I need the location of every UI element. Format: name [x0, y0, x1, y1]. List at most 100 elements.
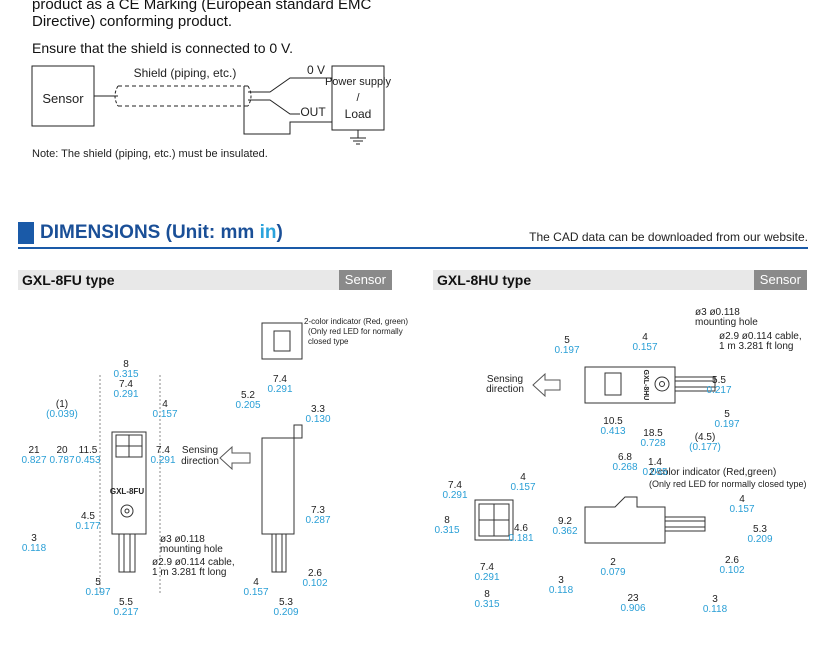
dim-mm-label: 8 [444, 515, 450, 526]
dim-mm-label: 5.5 [712, 375, 726, 386]
dim-mm-label: 8 [484, 589, 490, 600]
dim-inch-label: 0.413 [600, 426, 625, 437]
ensure-text: Ensure that the shield is connected to 0… [32, 40, 293, 56]
dim-inch-label: 0.291 [113, 389, 138, 400]
dim-inch-label: 0.291 [442, 490, 467, 501]
dim-inch-label: 0.906 [620, 603, 645, 614]
heading-rule [18, 247, 808, 249]
dim-inch-label: 0.118 [22, 543, 47, 554]
ground-icon [350, 130, 366, 145]
left-drawing: GXL-8FU Sensing direction 2-color indica… [21, 317, 408, 618]
dim-mm-label: 5.3 [279, 597, 293, 608]
dim-inch-label: 0.291 [474, 572, 499, 583]
dim-mm-label: 5 [564, 335, 570, 346]
dim-inch-label: 0.291 [267, 384, 292, 395]
dim-mm-label: 6.8 [618, 452, 632, 463]
right-marking: GXL-8HU [642, 370, 649, 401]
dim-mm-label: 5 [95, 577, 101, 588]
dim-inch-label: 0.315 [434, 525, 459, 536]
dim-inch-label: 0.197 [714, 419, 739, 430]
dim-mm-label: 11.5 [79, 445, 98, 456]
dim-inch-label: 0.205 [235, 400, 260, 411]
shield-label: Shield (piping, etc.) [134, 66, 237, 80]
dim-mm-label: 21 [28, 445, 40, 456]
right-hole-2: mounting hole [695, 317, 758, 328]
out-label: OUT [300, 105, 326, 119]
right-cable-1: ø2.9 ø0.114 cable, [719, 331, 802, 342]
left-cable-2: 1 m 3.281 ft long [152, 567, 227, 578]
left-sensing-arrow [219, 445, 251, 471]
dim-inch-label: 0.728 [640, 438, 665, 449]
right-sensing-1: Sensing [487, 374, 523, 385]
left-indicator-3: closed type [308, 337, 349, 346]
dim-inch-label: 0.118 [549, 585, 574, 596]
right-type-tag: Sensor [753, 270, 807, 290]
dim-inch-label: 0.362 [552, 526, 577, 537]
dim-mm-label: 7.4 [119, 379, 133, 390]
dim-inch-label: 0.209 [273, 607, 298, 618]
left-type-tag: Sensor [338, 270, 392, 290]
dim-inch-label: 0.315 [474, 599, 499, 610]
right-hole-1: ø3 ø0.118 [695, 307, 740, 318]
dim-inch-label: 0.181 [508, 533, 533, 544]
dim-mm-label: 7.4 [480, 562, 494, 573]
dim-mm-label: 7.4 [448, 480, 462, 491]
left-hole-1: ø3 ø0.118 [160, 534, 205, 545]
dim-mm-label: 2.6 [308, 568, 322, 579]
dim-mm-label: 10.5 [603, 416, 623, 427]
dim-mm-label: (1) [56, 399, 68, 410]
dim-inch-label: 0.827 [21, 455, 46, 466]
left-marking: GXL-8FU [110, 487, 144, 496]
dim-mm-label: 4 [739, 494, 745, 505]
dim-inch-label: 0.197 [85, 587, 110, 598]
load-label: Load [345, 107, 372, 121]
dim-mm-label: 23 [627, 593, 639, 604]
dim-mm-label: 3 [31, 533, 37, 544]
dim-mm-label: 4 [253, 577, 259, 588]
dim-inch-label: 0.102 [719, 565, 744, 576]
heading-title-c: ) [276, 222, 283, 243]
dim-inch-label: 0.157 [632, 342, 657, 353]
dim-inch-label: (0.039) [46, 409, 78, 420]
left-dimensions: 80.3157.40.29140.157(1)(0.039)210.827200… [21, 359, 330, 618]
dim-inch-label: 0.102 [302, 578, 327, 589]
dim-mm-label: 20 [56, 445, 68, 456]
dim-inch-label: 0.453 [75, 455, 100, 466]
right-indicator-1: 2-color indicator (Red,green) [649, 467, 776, 478]
left-indicator-1: 2-color indicator (Red, green) [304, 317, 408, 326]
dim-mm-label: 7.4 [273, 374, 287, 385]
dim-mm-label: 3.3 [311, 404, 325, 415]
sensor-label: Sensor [42, 91, 84, 106]
dim-inch-label: 0.177 [75, 521, 100, 532]
left-cable-1: ø2.9 ø0.114 cable, [152, 557, 235, 568]
heading-square-icon [18, 222, 34, 244]
right-type-name: GXL-8HU type [437, 272, 532, 288]
dim-inch-label: 0.130 [305, 414, 330, 425]
dim-mm-label: 3 [558, 575, 564, 586]
dim-inch-label: 0.157 [729, 504, 754, 515]
slash-label: / [356, 92, 360, 104]
dim-mm-label: 4 [642, 332, 648, 343]
left-hole-2: mounting hole [160, 544, 223, 555]
intro-text: product as a CE Marking (European standa… [32, 0, 371, 30]
right-indicator-2: (Only red LED for normally closed type) [649, 479, 807, 489]
left-sensing-1: Sensing [182, 445, 218, 456]
shield-pipe [118, 85, 248, 107]
dim-inch-label: 0.315 [113, 369, 138, 380]
dim-inch-label: 0.268 [612, 462, 637, 473]
heading-title-a: DIMENSIONS (Unit: mm [40, 222, 260, 243]
dim-mm-label: 2.6 [725, 555, 739, 566]
dim-inch-label: 0.197 [554, 345, 579, 356]
intro-line-1: product as a CE Marking (European standa… [32, 0, 372, 13]
dim-inch-label: 0.055 [642, 467, 667, 478]
dim-inch-label: 0.217 [706, 385, 731, 396]
dim-inch-label: 0.157 [243, 587, 268, 598]
dim-mm-label: (4.5) [695, 432, 716, 443]
dim-mm-label: 5.3 [753, 524, 767, 535]
dim-inch-label: 0.291 [150, 455, 175, 466]
dim-inch-label: 0.787 [49, 455, 74, 466]
right-drawing: GXL-8HU Sensing direction ø3 ø0.118 moun… [434, 307, 807, 615]
dim-inch-label: 0.079 [600, 567, 625, 578]
dim-inch-label: 0.157 [152, 409, 177, 420]
